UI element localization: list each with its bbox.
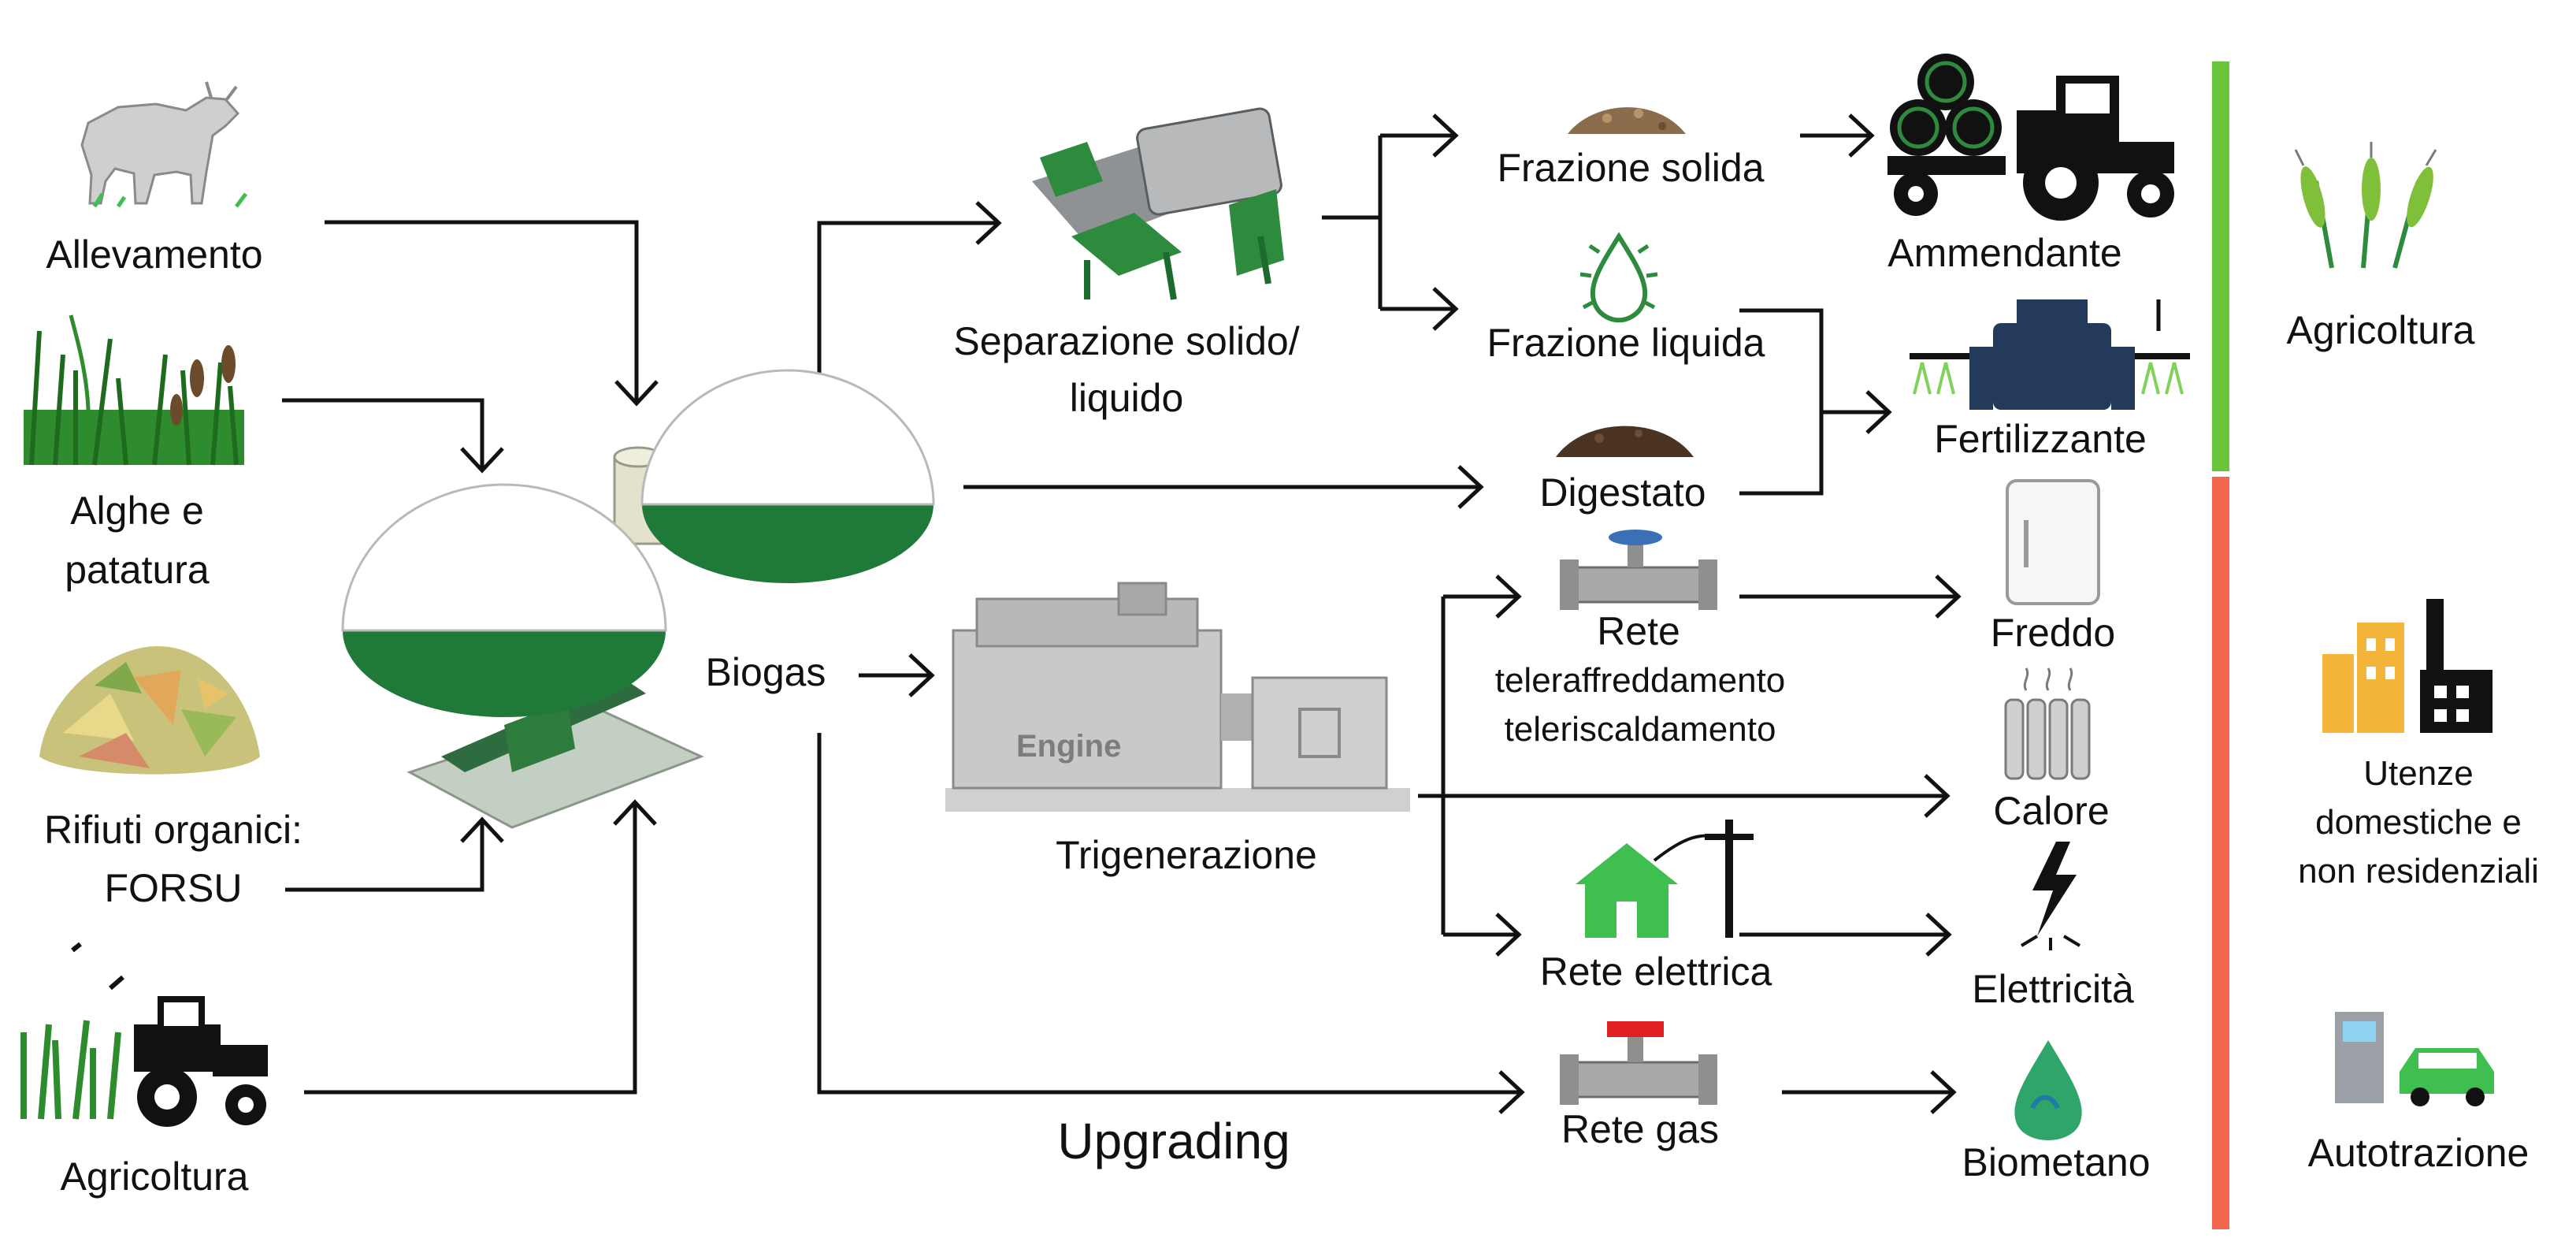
tractor-bales-icon [1887, 54, 2174, 221]
input-alghe-line1: Alghe e [70, 489, 204, 533]
trigenerazione-label: Trigenerazione [1056, 833, 1317, 877]
digestato-label: Digestato [1539, 470, 1706, 515]
frazione-solida-label: Frazione solida [1497, 146, 1764, 190]
agriculture-divider-bar [2212, 61, 2229, 471]
solid-fraction-pile-icon [1568, 107, 1686, 134]
rete-gas-label: Rete gas [1561, 1107, 1719, 1151]
input-allevamento-label: Allevamento [46, 232, 262, 277]
biometano-label: Biometano [1962, 1140, 2150, 1184]
rete-line3: teleriscaldamento [1505, 710, 1776, 749]
biomethane-drop-icon [2014, 1040, 2082, 1140]
district-pipe-icon [1560, 530, 1717, 610]
biodigester-icon [341, 369, 935, 829]
biogas-label: Biogas [706, 650, 826, 694]
separator-machine-icon [1032, 107, 1284, 300]
lightning-icon [2020, 842, 2081, 950]
urban-divider-bar [2212, 477, 2229, 1229]
separazione-line2: liquido [1070, 376, 1184, 420]
ammendante-label: Ammendante [1887, 231, 2121, 275]
wheat-icon [2294, 142, 2437, 269]
input-rifiuti-line1: Rifiuti organici: [44, 808, 303, 852]
input-alghe-line2: patatura [65, 548, 210, 592]
connector-lines [282, 113, 1962, 1114]
engine-plate-label: Engine [1016, 729, 1121, 764]
fertilizzante-label: Fertilizzante [1934, 417, 2147, 461]
freddo-label: Freddo [1991, 611, 2115, 655]
digestate-pile-icon [1556, 426, 1694, 457]
sprayer-tractor-icon [1910, 299, 2190, 410]
gas-pipe-icon [1560, 1021, 1717, 1105]
sector-utenze-line3: non residenziali [2298, 852, 2539, 890]
fuel-pump-car-icon [2335, 1012, 2494, 1106]
liquid-drop-icon [1579, 232, 1658, 323]
rete-line2: teleraffreddamento [1495, 661, 1786, 700]
fridge-icon [2006, 479, 2100, 605]
elettricita-label: Elettricità [1972, 967, 2134, 1011]
upgrading-label: Upgrading [1057, 1113, 1290, 1169]
calore-label: Calore [1993, 789, 2109, 833]
reeds-icon [24, 314, 244, 466]
rete-elettrica-label: Rete elettrica [1540, 950, 1772, 994]
input-agricoltura-label: Agricoltura [61, 1154, 249, 1199]
input-rifiuti-line2: FORSU [105, 866, 243, 910]
radiator-icon [2004, 667, 2091, 780]
engine-generator-icon: Engine [945, 582, 1410, 812]
sector-utenze-line1: Utenze [2363, 754, 2473, 793]
city-factory-icon [2322, 599, 2492, 733]
frazione-liquida-label: Frazione liquida [1487, 321, 1765, 365]
sector-autotrazione-label: Autotrazione [2308, 1131, 2530, 1175]
separazione-line1: Separazione solido/ [953, 319, 1299, 363]
tractor-field-icon [20, 942, 268, 1127]
sector-utenze-line2: domestiche e [2315, 803, 2522, 842]
rete-line1: Rete [1597, 609, 1680, 653]
house-power-icon [1576, 820, 1754, 938]
sector-agricoltura-label: Agricoltura [2287, 308, 2475, 352]
cow-icon [80, 81, 247, 208]
food-waste-icon [39, 646, 260, 775]
